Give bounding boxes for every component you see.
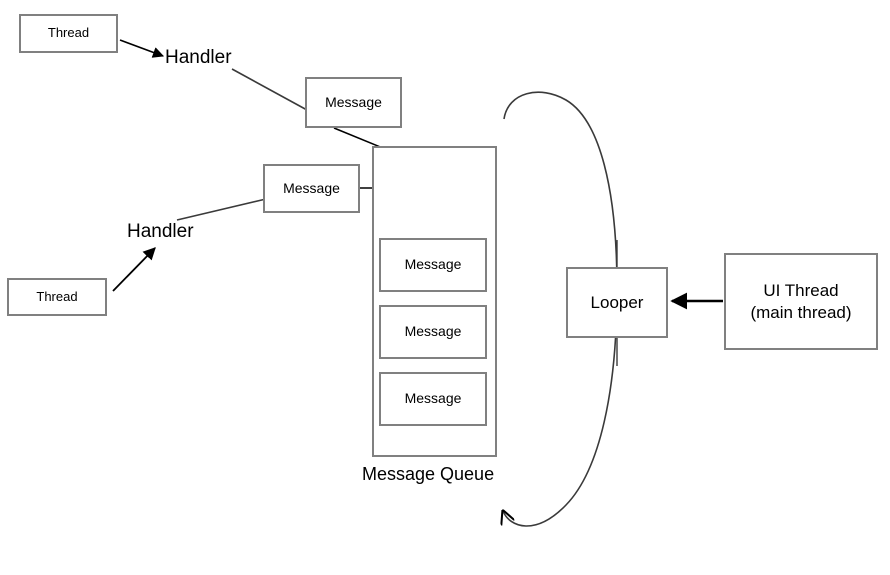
label-handler-bottom-text: Handler	[127, 221, 194, 242]
node-queued-message-1[interactable]: Message	[379, 238, 487, 292]
node-looper[interactable]: Looper	[566, 267, 668, 338]
node-ui-thread-line1: UI Thread	[763, 281, 839, 301]
node-message-top-label: Message	[325, 93, 382, 110]
node-thread-top-label: Thread	[47, 25, 90, 41]
node-queued-message-3[interactable]: Message	[379, 372, 487, 426]
label-message-queue-text: Message Queue	[362, 464, 495, 484]
connector-handler-bottom-to-message-mid	[176, 198, 267, 221]
node-message-top[interactable]: Message	[305, 77, 402, 128]
node-ui-thread-line2: (main thread)	[750, 302, 852, 322]
label-message-queue: Message Queue	[362, 464, 494, 485]
node-thread-bottom[interactable]: Thread	[7, 278, 107, 316]
node-queued-message-2-label: Message	[404, 323, 462, 340]
node-queued-message-2[interactable]: Message	[379, 305, 487, 359]
node-queued-message-3-label: Message	[404, 390, 462, 407]
node-thread-bottom-label: Thread	[36, 288, 78, 304]
connector-thread-bottom-to-handler-bottom	[112, 247, 156, 292]
node-thread-top[interactable]: Thread	[19, 14, 118, 53]
label-handler-bottom: Handler	[127, 221, 194, 243]
node-message-mid-label: Message	[283, 179, 340, 196]
node-looper-label: Looper	[590, 292, 644, 312]
connector-handler-top-to-message-top	[231, 68, 308, 111]
node-queued-message-1-label: Message	[404, 256, 462, 273]
label-handler-top: Handler	[165, 47, 232, 69]
node-message-mid[interactable]: Message	[263, 164, 360, 213]
node-ui-thread[interactable]: UI Thread (main thread)	[724, 253, 878, 350]
connector-thread-top-to-handler-top	[119, 39, 165, 58]
label-handler-top-text: Handler	[165, 47, 232, 68]
